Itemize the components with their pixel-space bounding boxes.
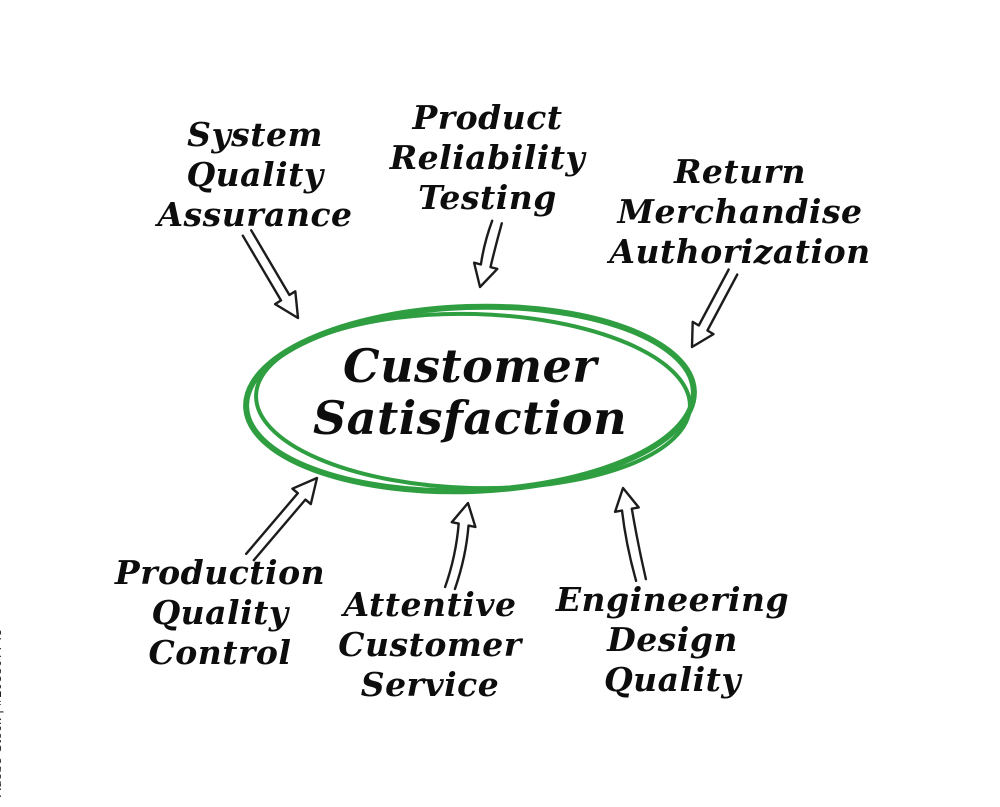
center-title-line1: Customer — [342, 339, 598, 393]
factor-line: Product — [412, 98, 563, 137]
factor-line: Design — [607, 620, 738, 659]
factor-line: Quality — [603, 660, 742, 699]
factor-line: Reliability — [389, 138, 586, 177]
stock-watermark-text: Adobe Stock | #103807745 — [0, 628, 4, 797]
factor-line: Quality — [186, 155, 324, 194]
factor-return-merchandise-authorization: Return Merchandise Authorization — [590, 152, 890, 272]
arrow-layer — [241, 219, 739, 591]
arrow-return-merchandise-authorization — [690, 268, 739, 349]
factor-line: Return — [673, 152, 807, 191]
factor-line: Authorization — [609, 232, 871, 271]
factor-line: Quality — [151, 593, 289, 632]
factor-product-reliability-testing: Product Reliability Testing — [355, 98, 620, 218]
factor-line: Attentive — [343, 585, 517, 624]
arrow-attentive-customer-service — [443, 501, 477, 591]
satisfaction-ellipse-inner — [254, 311, 692, 491]
arrow-system-quality-assurance — [241, 229, 300, 320]
factor-system-quality-assurance: System Quality Assurance — [130, 115, 380, 235]
factor-production-quality-control: Production Quality Control — [90, 553, 350, 673]
factor-line: Merchandise — [617, 192, 863, 231]
factor-line: Testing — [418, 178, 557, 217]
factor-line: System — [187, 115, 323, 154]
arrow-product-reliability-testing — [472, 219, 503, 289]
factor-line: Assurance — [157, 195, 353, 234]
center-title: Customer Satisfaction — [245, 340, 695, 444]
arrow-production-quality-control — [245, 476, 319, 562]
factor-line: Service — [360, 665, 500, 704]
factor-line: Control — [148, 633, 292, 672]
arrow-engineering-design-quality — [613, 486, 648, 583]
satisfaction-ellipse-outer — [243, 303, 697, 495]
factor-attentive-customer-service: Attentive Customer Service — [320, 585, 540, 705]
factor-line: Engineering — [555, 580, 790, 619]
center-title-line2: Satisfaction — [312, 391, 628, 445]
factor-engineering-design-quality: Engineering Design Quality — [545, 580, 800, 700]
factor-line: Production — [114, 553, 326, 592]
factor-line: Customer — [338, 625, 522, 664]
